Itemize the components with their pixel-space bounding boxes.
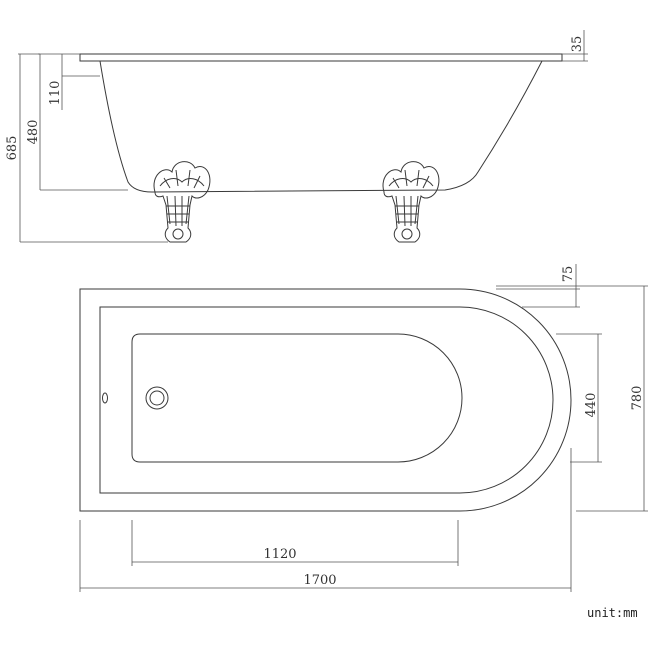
drain-icon (145, 386, 169, 410)
dim-rim-width-label: 75 (561, 266, 576, 283)
dim-inner-depth-label: 480 (26, 120, 41, 145)
dim-total-width-label: 780 (630, 386, 645, 411)
dim-total-height: 685 (5, 53, 168, 243)
dim-inner-depth: 480 (26, 53, 128, 191)
side-rim (79, 53, 563, 62)
plan-view: 75 440 780 1120 1700 (79, 264, 648, 592)
side-tub-body (99, 60, 543, 193)
plan-outer-rim (79, 288, 572, 512)
claw-foot-left-icon (153, 161, 211, 243)
dim-total-height-label: 685 (5, 136, 20, 161)
dim-rim-height: 35 (562, 30, 588, 62)
dim-rim-to-body-label: 110 (48, 81, 63, 106)
dim-inner-width-label: 440 (584, 393, 599, 418)
unit-label: unit:mm (587, 606, 638, 620)
dim-inner-length: 1120 (131, 520, 459, 566)
plan-inner-rim (99, 306, 554, 494)
dim-total-length-label: 1700 (303, 573, 336, 588)
claw-foot-right-icon (382, 161, 440, 243)
dim-rim-height-label: 35 (570, 36, 585, 53)
dim-rim-to-body: 110 (48, 54, 100, 110)
dim-inner-length-label: 1120 (263, 547, 296, 562)
dim-inner-width: 440 (556, 333, 602, 463)
overflow-icon (102, 392, 108, 404)
plan-basin (131, 333, 463, 463)
side-elevation: 35 110 480 685 (5, 30, 588, 243)
dim-total-length: 1700 (79, 448, 572, 592)
dim-rim-width: 75 (496, 264, 580, 308)
dim-total-width: 780 (496, 285, 648, 512)
